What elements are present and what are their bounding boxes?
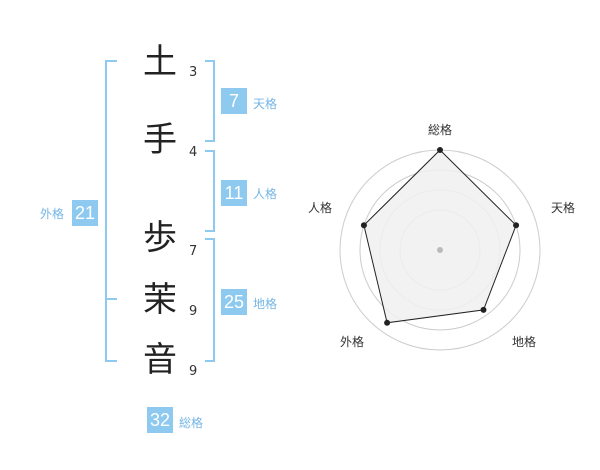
- tenkaku-bracket: [205, 60, 215, 142]
- stroke-count-5: 9: [189, 364, 198, 379]
- gaikaku-value: 21: [72, 200, 98, 226]
- stroke-count-1: 3: [189, 65, 198, 80]
- chikaku-label: 地格: [253, 297, 278, 311]
- name-char-1: 土: [143, 42, 177, 82]
- radar-label-gaikaku: 外格: [340, 334, 364, 349]
- radar-label-soukaku: 総格: [428, 122, 452, 137]
- gaikaku-label: 外格: [40, 207, 65, 221]
- radar-point: [360, 222, 367, 229]
- jinkaku-value: 11: [221, 180, 247, 206]
- gaikaku-bracket-bottom: [105, 298, 117, 362]
- radar-label-tenkaku: 天格: [551, 200, 575, 215]
- soukaku-label: 総格: [179, 416, 204, 430]
- chikaku-bracket: [205, 238, 215, 362]
- radar-center-dot: [437, 247, 443, 253]
- radar-point: [480, 306, 487, 313]
- soukaku-value: 32: [147, 407, 173, 433]
- radar-label-jinkaku: 人格: [308, 200, 332, 215]
- name-char-2: 手: [143, 120, 177, 160]
- gaikaku-bracket-top: [105, 60, 117, 300]
- name-char-4: 茉: [143, 280, 177, 320]
- tenkaku-value: 7: [221, 88, 247, 114]
- jinkaku-label: 人格: [253, 187, 278, 201]
- jinkaku-bracket: [205, 150, 215, 232]
- radar-label-chikaku: 地格: [512, 334, 536, 349]
- name-char-3: 歩: [143, 218, 177, 258]
- radar-point: [513, 222, 520, 229]
- tenkaku-label: 天格: [253, 97, 278, 111]
- name-char-5: 音: [143, 340, 177, 380]
- chikaku-value: 25: [221, 289, 247, 315]
- radar-point: [384, 319, 391, 326]
- radar-polygon: [363, 149, 517, 324]
- stroke-count-4: 9: [189, 304, 198, 319]
- stroke-count-2: 4: [189, 145, 198, 160]
- stroke-count-3: 7: [189, 244, 198, 259]
- radar-point: [437, 147, 443, 153]
